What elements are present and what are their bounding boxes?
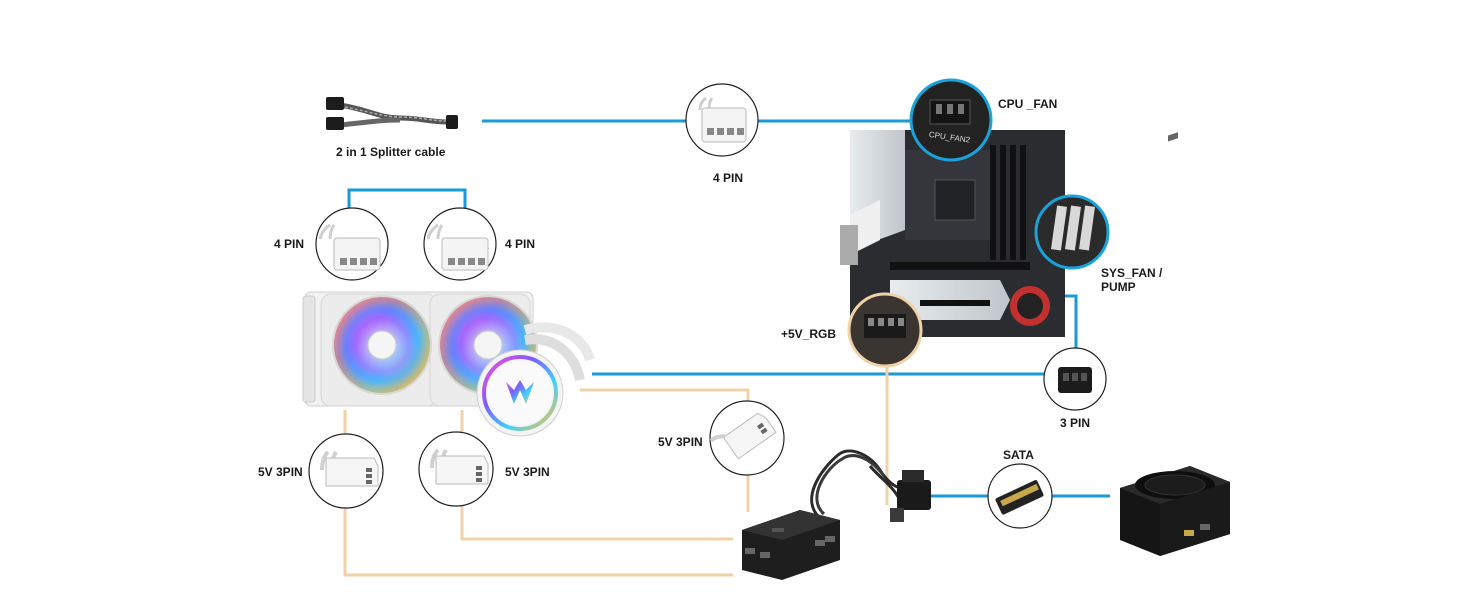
fan-right-4pin-label: 4 PIN [505, 237, 536, 251]
fan-4pin-badge-right [423, 207, 497, 281]
rgb-header-label: +5V_RGB [781, 327, 837, 341]
fan-left-4pin-label: 4 PIN [274, 237, 305, 251]
argb-3pin-connector-icon [709, 412, 777, 460]
argb-mid-label: 5V 3PIN [505, 465, 550, 479]
fan-4pin-connector-icon [426, 223, 489, 271]
argb-3pin-connector-icon [320, 450, 379, 487]
splitter-cable-icon [326, 97, 458, 130]
cpu-fan-badge: CPU_FAN2 [909, 78, 993, 162]
sys-fan-badge [1034, 194, 1110, 270]
argb-left-label: 5V 3PIN [258, 465, 303, 479]
fan-4pin-connector-icon [318, 223, 381, 271]
aio-cooler-icon [302, 291, 595, 437]
three-pin-badge [1043, 347, 1107, 411]
fan-4pin-badge-left [315, 207, 389, 281]
fan-4pin-connector-icon [698, 96, 747, 143]
motherboard-icon [840, 130, 1065, 337]
argb-badge-hub [709, 400, 785, 476]
sys-fan-label-line1: SYS_FAN / [1101, 266, 1163, 280]
splitter-cable-label: 2 in 1 Splitter cable [336, 145, 446, 159]
sata-label: SATA [1003, 448, 1034, 462]
rgb-header-badge [847, 292, 923, 368]
mid-4pin-label: 4 PIN [713, 171, 744, 185]
argb-badge-mid [418, 431, 494, 507]
argb-3pin-connector-icon [430, 448, 489, 485]
sata-connector-icon [995, 480, 1044, 515]
cpu-fan-label: CPU _FAN [998, 97, 1058, 111]
sys-fan-label-line2: PUMP [1101, 280, 1136, 294]
argb-badge-left [308, 433, 384, 509]
mid-4pin-badge [685, 83, 759, 157]
fan-splitter-bridge-cable [347, 188, 467, 210]
hub-sata-plug [890, 470, 931, 522]
three-pin-label: 3 PIN [1060, 416, 1091, 430]
power-supply-icon [1120, 132, 1230, 556]
argb-hub-label: 5V 3PIN [658, 435, 703, 449]
sata-badge [987, 463, 1053, 529]
pump-block [476, 349, 564, 437]
